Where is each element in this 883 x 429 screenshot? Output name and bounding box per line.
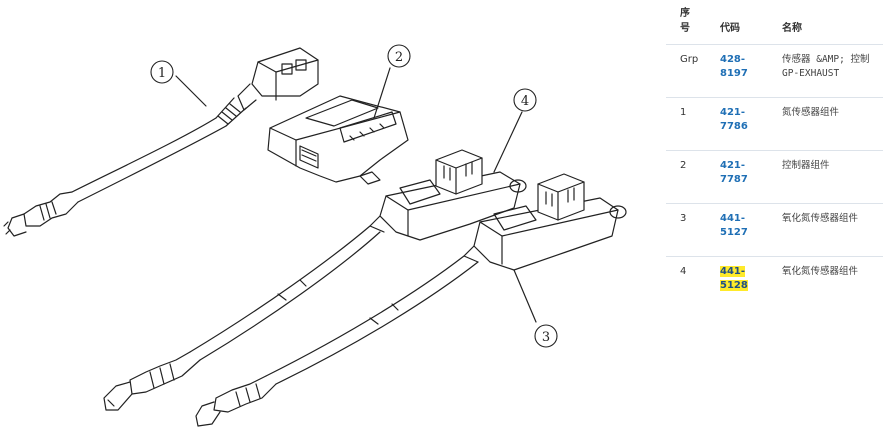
callout-label-2: 2 [395, 50, 403, 65]
callout-label-1: 1 [158, 66, 166, 81]
header-code: 代码 [720, 23, 740, 34]
part-code-link-highlighted[interactable]: 441- 5128 [720, 266, 748, 291]
part-name: 氧化氮传感器组件 [768, 256, 883, 309]
table-row: Grp 428- 8197 传感器 &AMP; 控制 GP-EXHAUST [666, 44, 883, 98]
controller-module-2 [267, 95, 409, 185]
part-name: 传感器 &AMP; 控制 GP-EXHAUST [768, 44, 883, 98]
part-code-link[interactable]: 441- 5127 [720, 213, 748, 238]
part-name: 控制器组件 [768, 150, 883, 204]
header-name: 名称 [782, 23, 802, 34]
header-seq: 序 号 [680, 8, 690, 34]
leader-line-1 [175, 75, 207, 107]
part-name: 氧化氮传感器组件 [768, 203, 883, 257]
part-code-link[interactable]: 428- 8197 [720, 54, 748, 79]
row-seq: 4 [666, 256, 706, 309]
table-row: 1 421- 7786 氮传感器组件 [666, 97, 883, 151]
leader-line-3 [513, 269, 537, 323]
callout-circle-4 [513, 88, 537, 112]
sensor-assembly-1 [3, 47, 319, 237]
callout-label-4: 4 [521, 94, 529, 109]
nox-sensor-assembly-3 [195, 173, 627, 427]
table-row: 3 441- 5127 氧化氮传感器组件 [666, 203, 883, 257]
callout-circle-3 [534, 324, 558, 348]
leader-line-4 [493, 111, 523, 173]
row-seq: Grp [666, 44, 706, 98]
part-code-link[interactable]: 421- 7787 [720, 160, 748, 185]
parts-table-header: 序 号 代码 名称 [666, 0, 883, 45]
parts-table: 序 号 代码 名称 Grp 428- 8197 传感器 &AMP; 控制 GP-… [666, 0, 883, 309]
table-row: 4 441- 5128 氧化氮传感器组件 [666, 256, 883, 309]
callout-circle-2 [387, 44, 411, 68]
row-seq: 2 [666, 150, 706, 204]
table-row: 2 421- 7787 控制器组件 [666, 150, 883, 204]
leader-line-2 [373, 67, 391, 119]
nox-sensor-assembly-4 [103, 149, 527, 411]
callout-label-3: 3 [542, 330, 550, 345]
parts-diagram: 1 2 4 3 [3, 44, 627, 427]
row-seq: 3 [666, 203, 706, 257]
callout-circle-1 [150, 60, 174, 84]
row-seq: 1 [666, 97, 706, 151]
part-name: 氮传感器组件 [768, 97, 883, 151]
part-code-link[interactable]: 421- 7786 [720, 107, 748, 132]
